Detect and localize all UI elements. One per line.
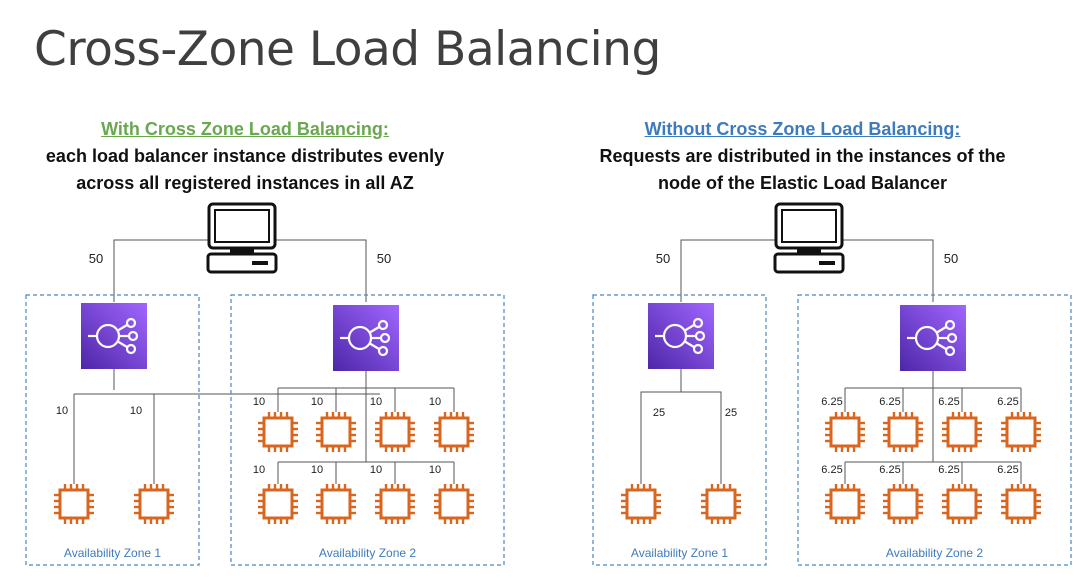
right-zone2-row1-ec2-instance-icon-2 (883, 412, 923, 452)
left-zone1-weight-2: 10 (130, 405, 142, 417)
right-zone2-row2-ec2-instance-icon-4 (1001, 484, 1041, 524)
left-zone2-row2-weight-4: 10 (429, 464, 441, 476)
left-zone2-row1-ec2-instance-icon-4 (434, 412, 474, 452)
right-zone1-weight-2: 25 (725, 407, 737, 419)
right-weight-right: 50 (944, 251, 958, 266)
without-cross-zone-desc-line2: node of the Elastic Load Balancer (657, 173, 948, 193)
right-zone2-row2-ec2-instance-icon-1 (825, 484, 865, 524)
with-cross-zone-desc-line2: across all registered instances in all A… (76, 173, 414, 193)
with-cross-zone-desc-line1: each load balancer instance distributes … (45, 146, 445, 166)
left-zone2-row1-weight-1: 10 (253, 396, 265, 408)
left-availability-zone-2-label: Availability Zone 2 (319, 546, 416, 560)
left-zone2-elastic-load-balancer-icon (333, 305, 399, 371)
left-client-computer-icon (206, 202, 278, 274)
left-zone2-row2-weight-3: 10 (370, 464, 382, 476)
right-zone2-row1-weight-3: 6.25 (938, 396, 959, 408)
right-availability-zone-1-label: Availability Zone 1 (631, 546, 728, 560)
right-weight-left: 50 (656, 251, 670, 266)
left-zone1-ec2-instance-icon-1 (54, 484, 94, 524)
right-zone2-row1-ec2-instance-icon-4 (1001, 412, 1041, 452)
left-zone2-row2-weight-2: 10 (311, 464, 323, 476)
right-zone2-row1-ec2-instance-icon-1 (825, 412, 865, 452)
right-availability-zone-2-label: Availability Zone 2 (886, 546, 983, 560)
right-zone2-row2-weight-1: 6.25 (821, 464, 842, 476)
right-client-computer-icon (773, 202, 845, 274)
without-cross-zone-heading-block: Without Cross Zone Load Balancing: Reque… (540, 116, 1065, 197)
right-zone1-ec2-instance-icon-1 (621, 484, 661, 524)
right-zone1-elastic-load-balancer-icon (648, 303, 714, 369)
left-availability-zone-1-label: Availability Zone 1 (64, 546, 161, 560)
diagram-nodes (54, 202, 1041, 524)
connection-lines (73, 239, 1022, 484)
right-zone2-row1-ec2-instance-icon-3 (942, 412, 982, 452)
right-zone2-row2-ec2-instance-icon-2 (883, 484, 923, 524)
left-zone2-row2-ec2-instance-icon-3 (375, 484, 415, 524)
right-zone2-row2-weight-3: 6.25 (938, 464, 959, 476)
right-availability-zone-2 (797, 294, 1072, 566)
left-zone2-row1-weight-4: 10 (429, 396, 441, 408)
availability-zones: Availability Zone 1 Availability Zone 2 Av… (25, 294, 1072, 566)
right-zone2-row2-weight-2: 6.25 (879, 464, 900, 476)
left-weight-right: 50 (377, 251, 391, 266)
right-zone2-elastic-load-balancer-icon (900, 305, 966, 371)
right-zone1-ec2-instance-icon-2 (701, 484, 741, 524)
left-zone1-weight-1: 10 (56, 405, 68, 417)
right-availability-zone-1 (592, 294, 767, 566)
without-cross-zone-heading: Without Cross Zone Load Balancing: (644, 119, 961, 139)
with-cross-zone-heading: With Cross Zone Load Balancing: (101, 119, 389, 139)
right-zone2-row1-weight-1: 6.25 (821, 396, 842, 408)
weight-labels: 50 50 10 10 10 10 10 10 10 10 10 10 50 50 25 25 6.25 6.25… (56, 251, 1019, 476)
page-title: Cross-Zone Load Balancing (34, 22, 661, 77)
with-cross-zone-heading-block: With Cross Zone Load Balancing: each loa… (0, 116, 490, 197)
left-zone2-row1-weight-3: 10 (370, 396, 382, 408)
right-zone1-weight-1: 25 (653, 407, 665, 419)
left-zone2-row1-weight-2: 10 (311, 396, 323, 408)
left-zone2-row1-ec2-instance-icon-1 (258, 412, 298, 452)
right-zone2-row1-weight-4: 6.25 (997, 396, 1018, 408)
left-availability-zone-1 (25, 294, 200, 566)
without-cross-zone-desc-line1: Requests are distributed in the instance… (599, 146, 1006, 166)
right-zone2-row1-weight-2: 6.25 (879, 396, 900, 408)
right-zone2-row2-weight-4: 6.25 (997, 464, 1018, 476)
left-zone2-row1-ec2-instance-icon-2 (316, 412, 356, 452)
left-zone2-row2-ec2-instance-icon-1 (258, 484, 298, 524)
left-zone2-row1-ec2-instance-icon-3 (375, 412, 415, 452)
left-weight-left: 50 (89, 251, 103, 266)
left-availability-zone-2 (230, 294, 505, 566)
left-zone2-row2-ec2-instance-icon-4 (434, 484, 474, 524)
left-zone2-row2-weight-1: 10 (253, 464, 265, 476)
right-zone2-row2-ec2-instance-icon-3 (942, 484, 982, 524)
left-zone2-row2-ec2-instance-icon-2 (316, 484, 356, 524)
left-zone1-elastic-load-balancer-icon (81, 303, 147, 369)
left-zone1-ec2-instance-icon-2 (134, 484, 174, 524)
